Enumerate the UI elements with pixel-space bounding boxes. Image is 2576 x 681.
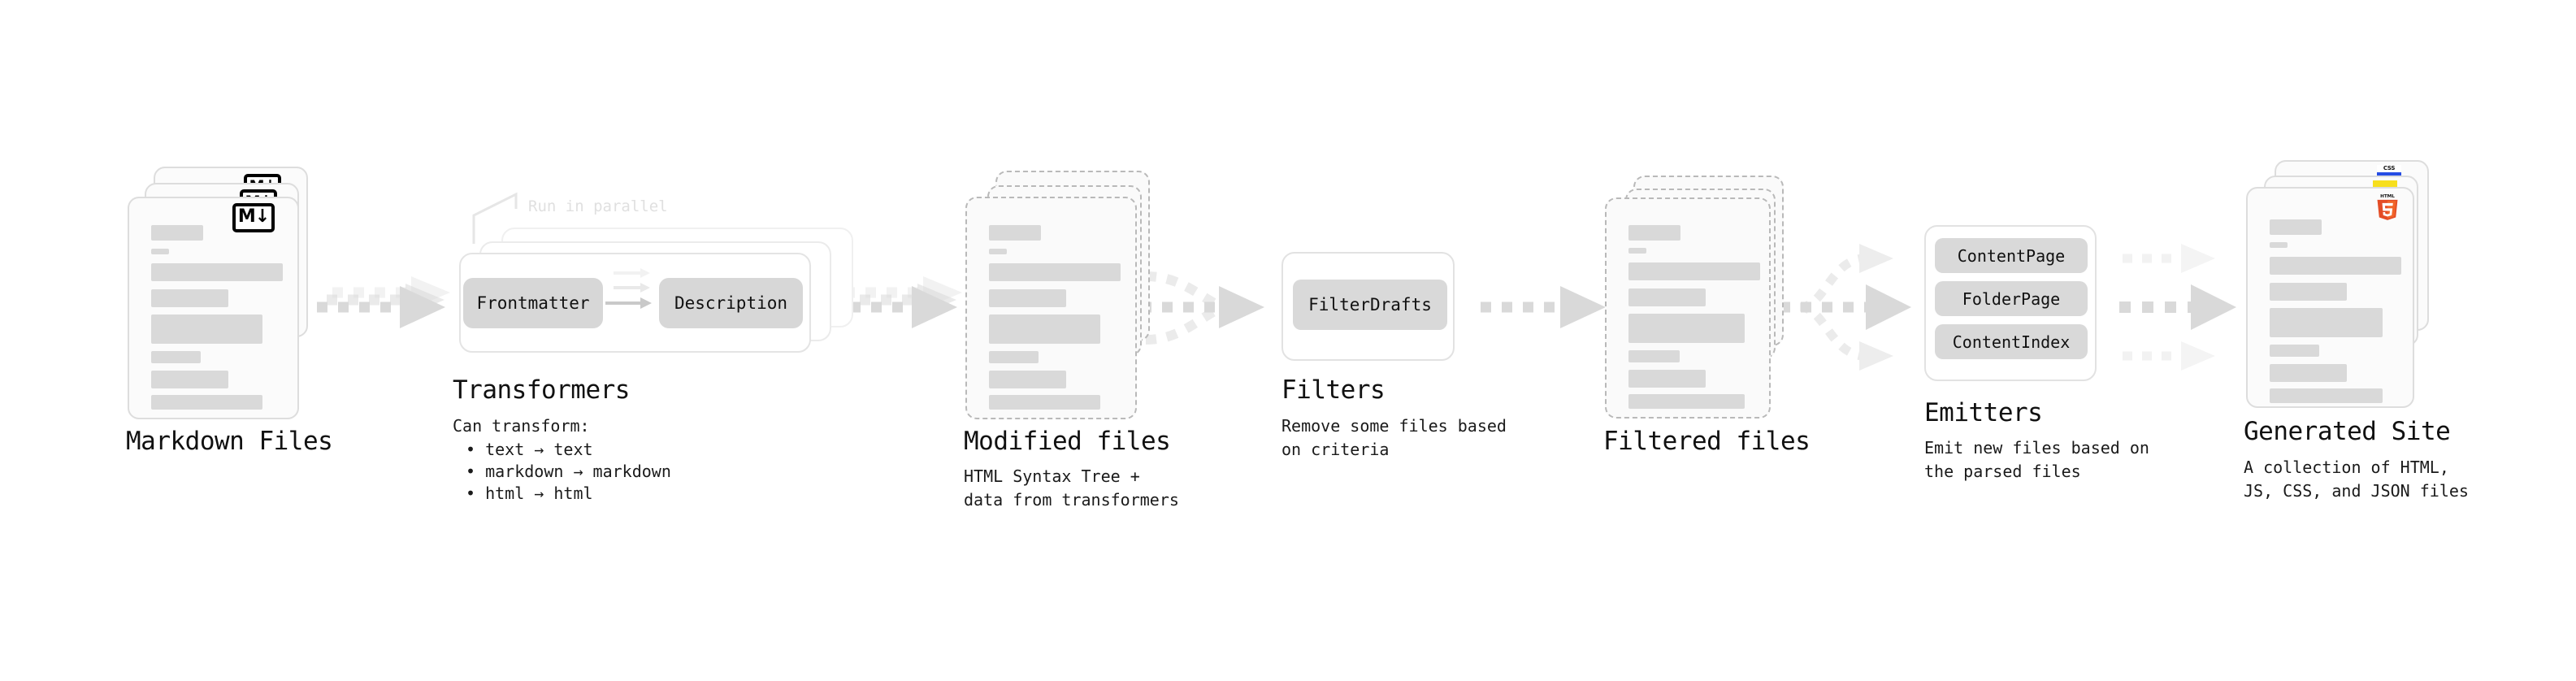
content-bar bbox=[1628, 288, 1706, 306]
content-bar bbox=[1628, 370, 1706, 388]
css3-badge: CSS bbox=[2377, 165, 2401, 176]
content-bar bbox=[151, 249, 169, 254]
content-bar bbox=[1628, 262, 1760, 280]
content-bar bbox=[151, 289, 228, 307]
content-bar bbox=[2270, 257, 2401, 275]
filters-title: Filters bbox=[1281, 375, 1386, 405]
transformers-desc-head: Can transform: bbox=[453, 416, 590, 436]
arrow-filters-to-filtered bbox=[1481, 286, 1606, 328]
content-bar bbox=[1628, 225, 1680, 241]
content-bar bbox=[989, 371, 1066, 388]
emitter-pill-contentpage-label: ContentPage bbox=[1957, 245, 2066, 266]
emitter-pill-folderpage[interactable]: FolderPage bbox=[1935, 281, 2088, 316]
content-bar bbox=[2270, 219, 2322, 235]
filtered-files-title: Filtered files bbox=[1603, 427, 1811, 456]
transformer-pill-description[interactable]: Description bbox=[659, 278, 803, 328]
transformer-pill-description-label: Description bbox=[674, 293, 788, 313]
markdown-badge-label-front: M↓ bbox=[237, 206, 270, 227]
markdown-files-title: Markdown Files bbox=[126, 427, 333, 456]
emitter-pill-folderpage-label: FolderPage bbox=[1962, 288, 2061, 309]
content-bar bbox=[151, 314, 262, 344]
markdown-badge-front: M↓ bbox=[232, 203, 275, 232]
generated-site-desc: A collection of HTML, JS, CSS, and JSON … bbox=[2244, 458, 2469, 501]
css3-badge-rule bbox=[2377, 172, 2401, 176]
transformers-bullet-1: • text → text bbox=[466, 440, 593, 459]
filtered-card-front bbox=[1605, 197, 1771, 419]
generated-site-title: Generated Site bbox=[2244, 417, 2451, 446]
emitter-pill-contentindex[interactable]: ContentIndex bbox=[1935, 324, 2088, 359]
transformers-bullet-3: • html → html bbox=[466, 484, 593, 503]
arrow-emitters-to-site bbox=[2119, 244, 2236, 371]
modified-files-desc: HTML Syntax Tree + data from transformer… bbox=[964, 466, 1179, 510]
content-bar bbox=[2270, 242, 2288, 248]
run-in-parallel-label: Run in parallel bbox=[528, 197, 668, 215]
content-bar bbox=[2270, 364, 2347, 382]
content-bar bbox=[989, 263, 1121, 281]
emitter-pill-contentpage[interactable]: ContentPage bbox=[1935, 238, 2088, 273]
content-bar bbox=[2270, 345, 2319, 357]
content-bar bbox=[989, 289, 1066, 307]
content-bar bbox=[1628, 248, 1646, 254]
emitters-desc: Emit new files based on the parsed files bbox=[1924, 438, 2149, 481]
transformer-pill-frontmatter[interactable]: Frontmatter bbox=[463, 278, 603, 328]
content-bar bbox=[151, 225, 203, 241]
content-bar bbox=[989, 395, 1100, 410]
content-bar bbox=[1628, 394, 1745, 409]
arrow-markdown-to-transformers bbox=[317, 276, 450, 328]
content-bar bbox=[151, 371, 228, 388]
emitters-title: Emitters bbox=[1924, 398, 2043, 427]
content-bar bbox=[989, 351, 1039, 363]
filter-pill-filterdrafts[interactable]: FilterDrafts bbox=[1293, 280, 1447, 330]
content-bar bbox=[151, 351, 201, 363]
content-bar bbox=[151, 395, 262, 410]
arrow-filtered-to-emitters bbox=[1780, 244, 1911, 371]
modified-card-front bbox=[965, 197, 1137, 419]
transformer-pill-frontmatter-label: Frontmatter bbox=[476, 293, 590, 313]
modified-files-title: Modified files bbox=[964, 427, 1171, 456]
content-bar bbox=[2270, 388, 2383, 403]
content-bar bbox=[151, 263, 283, 281]
markdown-card-front bbox=[128, 197, 299, 419]
html5-badge: HTML bbox=[2375, 193, 2400, 221]
content-bar bbox=[2270, 308, 2383, 337]
content-bar bbox=[989, 249, 1007, 254]
arrow-modified-to-filters bbox=[1141, 271, 1264, 345]
transformers-bullet-2: • markdown → markdown bbox=[466, 462, 671, 481]
content-bar bbox=[1628, 350, 1680, 362]
content-bar bbox=[2270, 283, 2347, 301]
emitter-pill-contentindex-label: ContentIndex bbox=[1952, 332, 2071, 352]
content-bar bbox=[989, 225, 1041, 241]
css3-badge-label: CSS bbox=[2383, 165, 2396, 171]
filters-desc: Remove some files based on criteria bbox=[1281, 416, 1507, 459]
generated-card-front-html bbox=[2246, 187, 2414, 408]
svg-text:HTML: HTML bbox=[2380, 194, 2395, 199]
filter-pill-filterdrafts-label: FilterDrafts bbox=[1308, 295, 1432, 314]
transformers-title: Transformers bbox=[453, 375, 630, 405]
content-bar bbox=[1628, 314, 1745, 343]
content-bar bbox=[989, 314, 1100, 344]
